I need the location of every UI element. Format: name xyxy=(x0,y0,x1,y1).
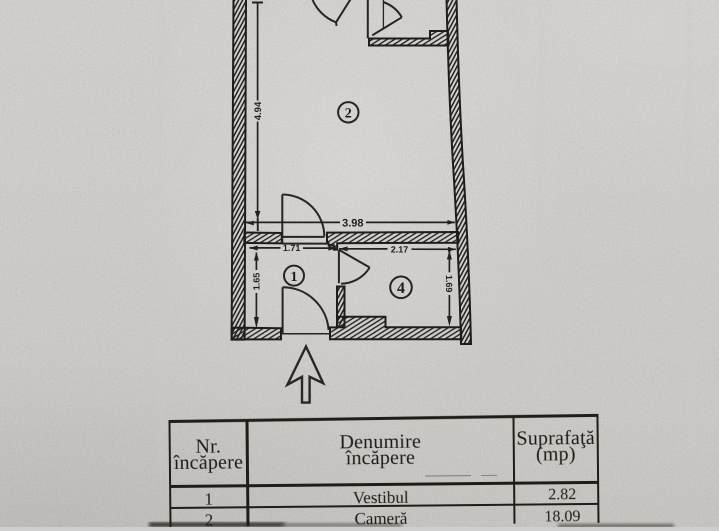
svg-text:4: 4 xyxy=(397,280,405,297)
svg-text:1.71: 1.71 xyxy=(283,243,301,253)
svg-text:3.98: 3.98 xyxy=(342,217,363,229)
svg-text:1.69: 1.69 xyxy=(444,275,454,293)
svg-text:1: 1 xyxy=(291,270,298,285)
svg-text:4.94: 4.94 xyxy=(253,101,264,120)
svg-text:2: 2 xyxy=(345,107,352,122)
svg-text:1.65: 1.65 xyxy=(252,273,262,291)
svg-text:2.17: 2.17 xyxy=(391,244,409,254)
